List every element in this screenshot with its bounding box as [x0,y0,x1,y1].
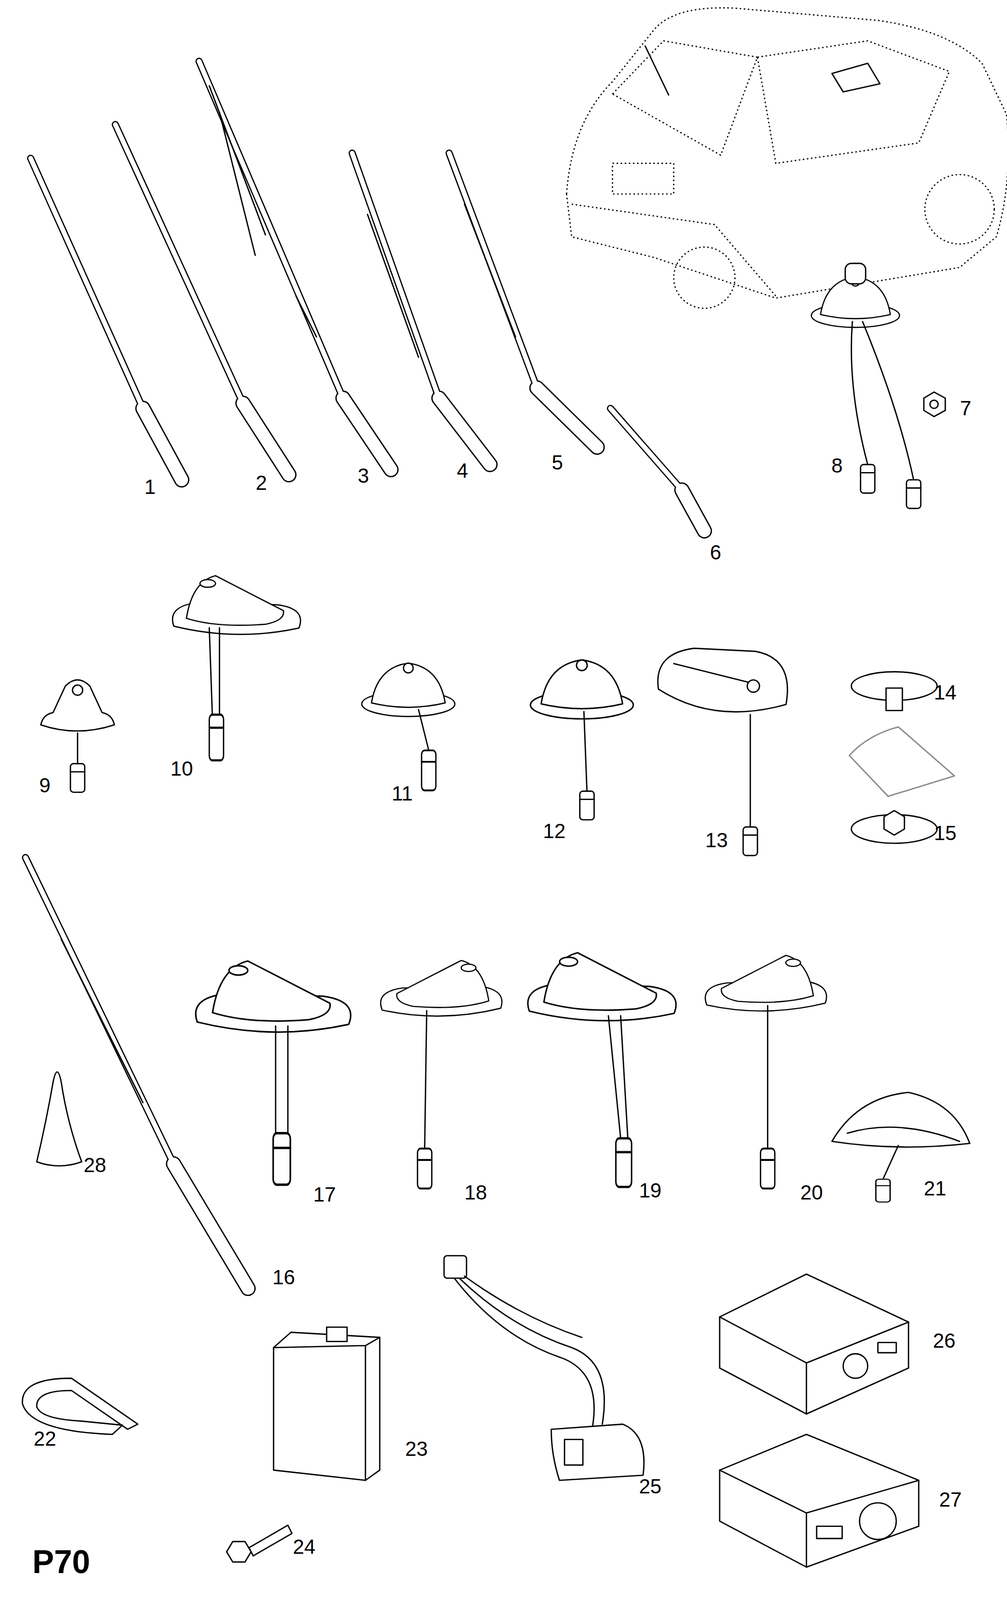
callout-number: 9 [39,775,51,796]
callout-number: 4 [456,460,468,481]
callout-number: 6 [710,542,722,563]
callout-number: 14 [933,682,957,703]
callout-number: 24 [292,1536,316,1557]
callout-number: 2 [255,472,267,493]
callout-number: 22 [33,1428,57,1449]
callout-number: 16 [272,1266,296,1288]
callout-number: 11 [391,783,414,804]
callout-number: 12 [543,820,566,842]
callout-number: 21 [923,1178,947,1199]
callout-number: 17 [313,1184,337,1205]
callout-number: 15 [933,822,957,844]
callout-number: 7 [959,397,971,419]
callout-number: 20 [800,1182,824,1203]
callout-number: 1 [144,476,156,497]
callout-number: 18 [464,1182,488,1203]
callout-number: 5 [551,452,563,473]
callout-number: 26 [932,1330,956,1351]
callout-number: 28 [83,1154,107,1176]
callout-number: 25 [639,1475,662,1497]
callout-number: 23 [405,1438,428,1459]
diagram-code: P70 [32,1545,91,1579]
callout-number: 8 [831,455,843,476]
callout-number: 19 [639,1180,662,1201]
callout-number: 3 [357,465,369,486]
callout-number: 10 [170,758,194,779]
callout-number: 13 [705,829,729,851]
callout-number: 27 [938,1489,962,1510]
